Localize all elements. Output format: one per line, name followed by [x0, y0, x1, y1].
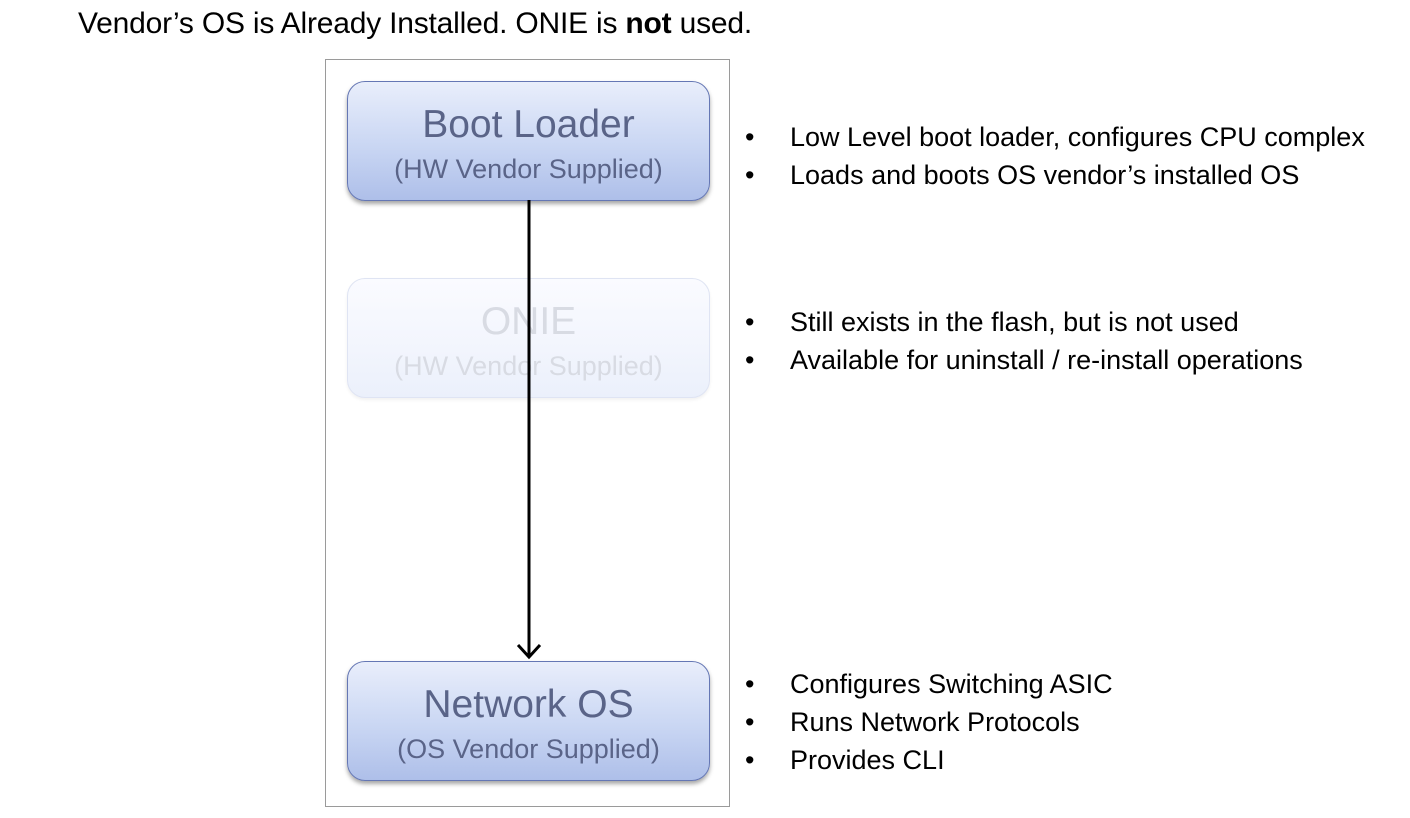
boot-loader-notes: • Low Level boot loader, configures CPU c… — [745, 118, 1365, 194]
list-item: • Low Level boot loader, configures CPU c… — [745, 118, 1365, 156]
network-os-supplier: (OS Vendor Supplied) — [397, 734, 660, 764]
note-text: Still exists in the flash, but is not us… — [790, 307, 1239, 337]
boot-loader-supplier: (HW Vendor Supplied) — [394, 154, 663, 184]
bullet-icon: • — [745, 707, 755, 737]
list-item: • Provides CLI — [745, 741, 1113, 779]
list-item: • Still exists in the flash, but is not u… — [745, 303, 1303, 341]
title-text-end: used. — [671, 7, 753, 40]
bullet-icon: • — [745, 745, 755, 775]
note-text: Runs Network Protocols — [790, 707, 1080, 737]
note-text: Configures Switching ASIC — [790, 669, 1113, 699]
bullet-icon: • — [745, 307, 755, 337]
arrow-head — [516, 643, 542, 660]
bullet-icon: • — [745, 122, 755, 152]
title-emphasis: not — [625, 7, 672, 40]
note-text: Low Level boot loader, configures CPU co… — [790, 122, 1365, 152]
onie-notes: • Still exists in the flash, but is not u… — [745, 303, 1303, 379]
diagram-title: Vendor’s OS is Already Installed. ONIE i… — [78, 4, 752, 44]
boot-loader-box: Boot Loader (HW Vendor Supplied) — [347, 81, 710, 201]
note-text: Provides CLI — [790, 745, 945, 775]
note-text: Loads and boots OS vendor’s installed OS — [790, 160, 1300, 190]
network-os-box: Network OS (OS Vendor Supplied) — [347, 661, 710, 781]
bullet-icon: • — [745, 160, 755, 190]
note-text: Available for uninstall / re-install ope… — [790, 345, 1303, 375]
bullet-icon: • — [745, 669, 755, 699]
list-item: • Runs Network Protocols — [745, 703, 1113, 741]
list-item: • Available for uninstall / re-install op… — [745, 341, 1303, 379]
network-os-notes: • Configures Switching ASIC • Runs Network… — [745, 665, 1113, 779]
network-os-label: Network OS — [423, 683, 634, 726]
boot-loader-label: Boot Loader — [422, 103, 635, 146]
title-text-start: Vendor’s OS is Already Installed. ONIE i… — [78, 7, 626, 40]
list-item: • Configures Switching ASIC — [745, 665, 1113, 703]
bullet-icon: • — [745, 345, 755, 375]
list-item: • Loads and boots OS vendor’s installed O… — [745, 156, 1365, 194]
